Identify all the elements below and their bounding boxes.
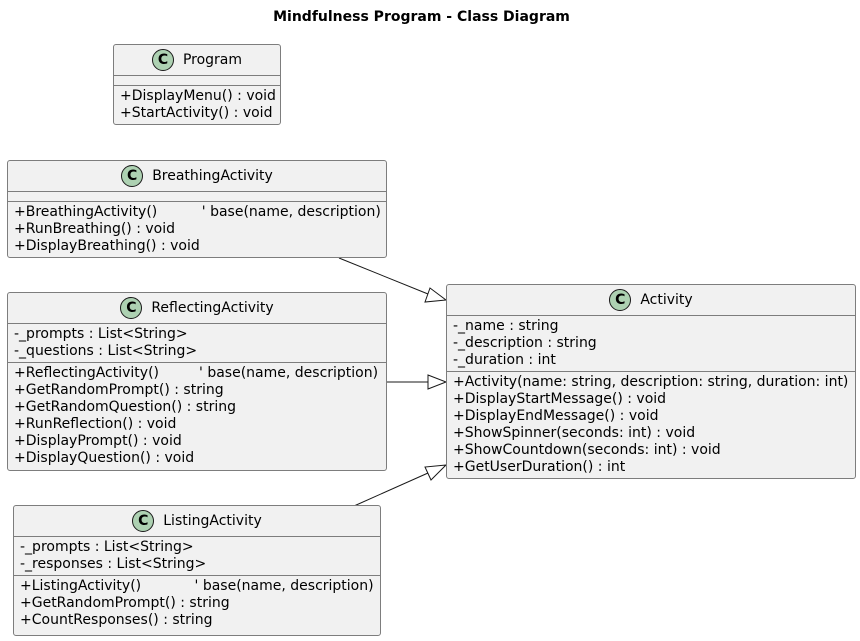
class-fields: -_prompts : List<String> -_questions : L… (8, 324, 386, 363)
class-method: +RunReflection() : void (14, 416, 177, 432)
listing-to-activity-edge (353, 472, 429, 507)
class-fields: -_prompts : List<String> -_responses : L… (14, 537, 380, 576)
class-name: ReflectingActivity (151, 300, 274, 316)
class-methods: +Activity(name: string, description: str… (447, 372, 855, 478)
class-method: +ShowCountdown(seconds: int) : void (453, 442, 721, 458)
class-reflecting-activity[interactable]: C ReflectingActivity -_prompts : List<St… (7, 292, 387, 471)
class-method: +CountResponses() : string (20, 612, 213, 628)
class-stereotype-icon: C (120, 297, 143, 319)
breathing-to-activity-edge (338, 257, 429, 295)
class-field: -_description : string (453, 335, 597, 351)
class-fields: -_name : string -_description : string -… (447, 316, 855, 372)
class-methods: +ReflectingActivity() ' base(name, descr… (8, 363, 386, 469)
class-field: -_prompts : List<String> (20, 539, 194, 555)
class-fields (8, 192, 386, 202)
class-name: BreathingActivity (152, 168, 273, 184)
class-method: +GetUserDuration() : int (453, 459, 626, 475)
class-listing-activity[interactable]: C ListingActivity -_prompts : List<Strin… (13, 505, 381, 636)
class-header: C Activity (447, 285, 855, 316)
class-method: +DisplayQuestion() : void (14, 450, 195, 466)
class-stereotype-icon: C (609, 289, 632, 311)
class-field: -_prompts : List<String> (14, 326, 188, 342)
class-methods: +ListingActivity() ' base(name, descript… (14, 576, 380, 631)
class-method: +DisplayStartMessage() : void (453, 391, 667, 407)
class-header: C Program (114, 45, 280, 76)
class-methods: +BreathingActivity() ' base(name, descri… (8, 202, 386, 257)
class-field: -_responses : List<String> (20, 556, 207, 572)
class-name: Activity (640, 292, 693, 308)
class-method: +DisplayMenu() : void (120, 88, 276, 104)
inheritance-arrowhead (427, 374, 448, 390)
class-method: +GetRandomPrompt() : string (14, 382, 224, 398)
class-method: +GetRandomPrompt() : string (20, 595, 230, 611)
class-activity[interactable]: C Activity -_name : string -_description… (446, 284, 856, 479)
class-method: +RunBreathing() : void (14, 221, 175, 237)
class-method: +Activity(name: string, description: str… (453, 374, 849, 390)
class-field: -_name : string (453, 318, 559, 334)
class-stereotype-icon: C (151, 49, 174, 71)
class-method: +ReflectingActivity() ' base(name, descr… (14, 365, 379, 381)
class-header: C ListingActivity (14, 506, 380, 537)
class-field: -_questions : List<String> (14, 343, 198, 359)
class-name: Program (182, 52, 243, 68)
class-name: ListingActivity (163, 513, 262, 529)
class-method: +DisplayBreathing() : void (14, 238, 200, 254)
class-method: +BreathingActivity() ' base(name, descri… (14, 204, 381, 220)
diagram-title: Mindfulness Program - Class Diagram (273, 9, 570, 25)
class-breathing-activity[interactable]: C BreathingActivity +BreathingActivity()… (7, 160, 387, 258)
class-program[interactable]: C Program +DisplayMenu() : void +StartAc… (113, 44, 281, 125)
class-stereotype-icon: C (121, 165, 144, 187)
class-stereotype-icon: C (132, 510, 155, 532)
class-method: +DisplayPrompt() : void (14, 433, 182, 449)
class-method: +StartActivity() : void (120, 105, 273, 121)
class-fields (114, 76, 280, 86)
class-header: C BreathingActivity (8, 161, 386, 192)
class-method: +ListingActivity() ' base(name, descript… (20, 578, 374, 594)
class-method: +GetRandomQuestion() : string (14, 399, 236, 415)
class-field: -_duration : int (453, 352, 556, 368)
inheritance-arrowhead (424, 287, 448, 303)
class-methods: +DisplayMenu() : void +StartActivity() :… (114, 86, 280, 124)
class-method: +DisplayEndMessage() : void (453, 408, 659, 424)
class-header: C ReflectingActivity (8, 293, 386, 324)
inheritance-arrowhead (424, 464, 448, 481)
class-method: +ShowSpinner(seconds: int) : void (453, 425, 696, 441)
